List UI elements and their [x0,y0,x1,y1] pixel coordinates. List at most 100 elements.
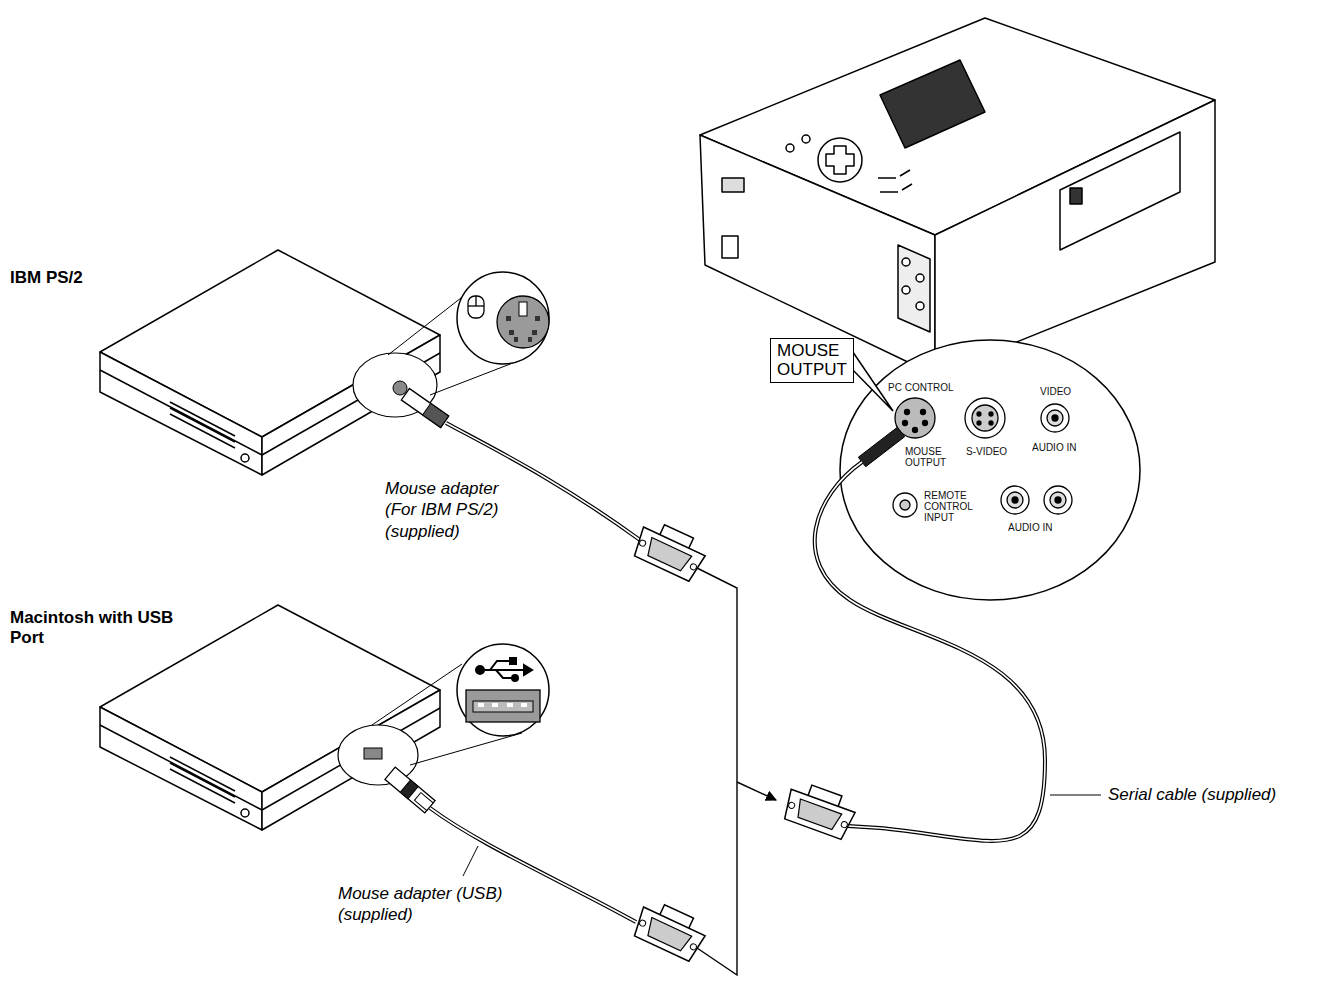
zoom-line [372,664,462,725]
socket-pin [478,703,484,707]
socket-pin [921,410,926,415]
usb-icon [476,658,532,681]
zoom-line [388,294,466,355]
remote-jack [893,493,917,517]
jack [916,274,924,282]
socket-body [497,296,549,348]
port-label: REMOTE CONTROL INPUT [924,490,973,523]
callout-pointer [853,352,893,411]
usb-arrow [524,665,532,675]
socket-pin [923,421,928,426]
socket-pin [989,412,993,416]
socket-pin [535,316,540,321]
usb-square [510,658,516,664]
port-label: PC CONTROL [888,382,954,393]
svideo-face [972,405,998,431]
socket-pin [507,703,513,707]
usb-branch [490,661,510,670]
leader-line [1050,795,1101,796]
computer-label: IBM PS/2 [10,268,83,288]
socket-pin [532,330,537,335]
socket-pin [506,316,511,321]
socket-pin [492,703,498,707]
zoom-line [430,361,518,395]
rca-pin [1055,497,1061,503]
port-label: AUDIO IN [1032,442,1076,453]
jack [916,302,924,310]
rca-jack [1001,486,1029,514]
control-pad [818,138,862,182]
usb-branch [496,670,512,678]
latch [1070,188,1082,204]
socket-pin [509,330,514,335]
socket-pin [977,421,981,425]
buttons [878,170,912,192]
jack [241,454,249,462]
lens-window [722,178,744,192]
svideo-socket [965,398,1005,438]
usb-dot [512,675,518,681]
socket-tongue [473,701,533,712]
usb-socket [466,690,540,722]
usb-trunk [482,669,524,671]
socket-pin [905,410,910,415]
db9-connector [631,517,710,583]
rca-pin [1012,497,1018,503]
usb-plug [385,767,435,813]
ps2-plug [401,389,448,428]
port-label: S-VIDEO [966,446,1007,457]
ps2-socket [497,296,549,348]
jack [241,809,249,817]
drive-slot [170,769,235,803]
plug-grip [400,780,418,799]
laptop [100,605,440,830]
button [786,144,794,152]
drive-slot [170,414,235,448]
serial-cable [815,462,1045,841]
projector [700,18,1215,375]
laptop-seam [100,725,262,810]
drive-slot [170,763,235,797]
laptop [100,250,440,475]
cable-label: Serial cable (supplied) [1108,784,1276,805]
rca-ring [1050,492,1066,508]
zoom-line [410,733,522,765]
callout-text: MOUSE OUTPUT [777,342,847,379]
laptop-front [100,707,262,830]
socket-pin [903,421,908,426]
mouse-icon [468,296,484,318]
usb-port [364,748,382,759]
plug-boot [423,403,449,427]
socket-body [466,690,540,722]
usb-dot [476,666,484,674]
laptop-side [262,690,440,830]
join-line [697,568,737,975]
panel-connectors [893,398,1072,517]
mouse-button [468,305,484,306]
side-door [1060,132,1180,250]
port-label: VIDEO [1040,386,1071,397]
panel-zoom [840,340,1140,600]
callout-box: MOUSE OUTPUT [770,338,854,383]
port-callout [457,272,549,364]
port-label: MOUSE OUTPUT [905,446,946,468]
adapter-label: Mouse adapter (USB) (supplied) [338,883,523,926]
rca-pin [1052,415,1058,421]
db9-connector [631,897,710,963]
laptop-front [100,352,262,475]
control-cross [826,146,854,174]
laptop-seam [100,370,262,455]
serial-plug [858,427,904,466]
socket-pin [521,703,527,707]
plug-body [385,767,435,813]
vent-grille [880,60,985,148]
socket-pin [977,412,981,416]
serial-connector [781,779,859,841]
socket-pin [514,337,518,342]
projector-side [935,100,1215,375]
serial-cable [815,462,1045,841]
mouse-body [468,296,484,318]
